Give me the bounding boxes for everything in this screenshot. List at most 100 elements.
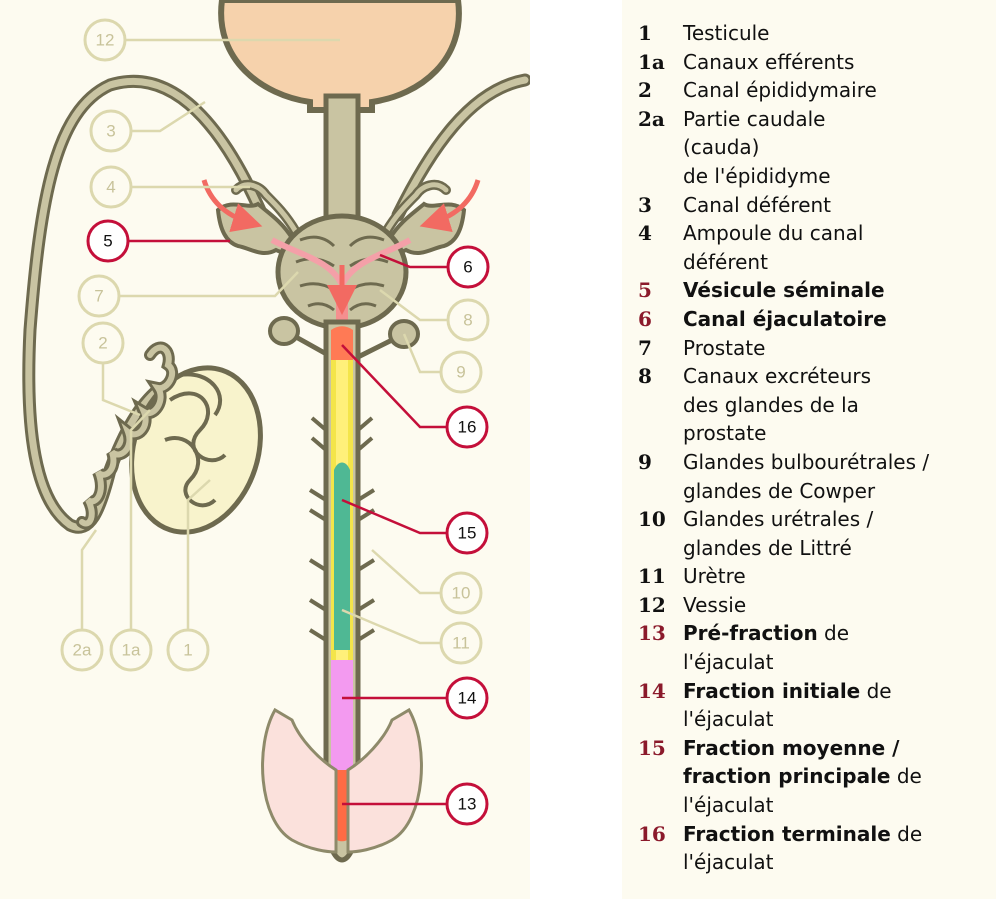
legend-number: 5 [638,276,683,305]
legend-number: 1a [638,48,683,77]
legend-text: Testicule [683,19,769,48]
legend-number: 16 [638,820,683,849]
legend-number: 14 [638,677,683,706]
callout-4-label: 4 [106,178,115,197]
callout-8: 8 [448,300,488,340]
legend-bold-term: Fraction terminale [683,822,891,846]
legend-number: 9 [638,448,683,477]
callout-12: 12 [85,20,125,60]
callout-1a-label: 1a [122,641,141,660]
legend-number: 8 [638,362,683,391]
callout-10: 10 [441,573,481,613]
leader-lines [82,40,448,804]
callout-6: 6 [448,247,488,287]
legend-text: Glandes urétrales / glandes de Littré [683,505,873,562]
legend-number: 7 [638,334,683,363]
legend-text: Canaux efférents [683,48,854,77]
legend-number: 11 [638,562,683,591]
legend-bold-term: Vésicule séminale [683,278,885,302]
legend-text: Fraction moyenne / fraction principale d… [683,734,922,820]
legend-number: 13 [638,619,683,648]
callout-11: 11 [441,623,481,663]
legend-text: Ampoule du canal déférent [683,219,863,276]
legend-text: Urètre [683,562,746,591]
legend-bold-term: Fraction moyenne / fraction principale [683,736,899,789]
legend-bold-term: Pré-fraction [683,621,818,645]
testis [111,351,281,549]
anatomy-diagram: 12 3 4 5 6 7 8 9 2 16 15 10 [0,0,530,899]
legend-text: Fraction initiale de l'éjaculat [683,677,892,734]
legend-bold-term: Canal éjaculatoire [683,307,887,331]
legend-number: 15 [638,734,683,763]
legend-number: 2 [638,76,683,105]
callout-16: 16 [447,407,487,447]
legend-item-14: 14Fraction initiale de l'éjaculat [638,677,929,734]
legend-number: 2a [638,105,683,134]
callout-15: 15 [447,513,487,553]
legend-number: 4 [638,219,683,248]
callout-7: 7 [79,276,119,316]
callout-12-label: 12 [96,31,115,50]
callout-5: 5 [88,221,128,261]
callout-5-label: 5 [103,232,112,251]
legend-text: Pré-fraction de l'éjaculat [683,619,849,676]
callout-13-label: 13 [458,795,477,814]
callout-9: 9 [441,352,481,392]
callout-1: 1 [168,630,208,670]
callout-16-label: 16 [458,418,477,437]
callout-3: 3 [91,111,131,151]
callout-6-label: 6 [463,258,472,277]
callout-2: 2 [83,323,123,363]
callout-8-label: 8 [463,311,472,330]
legend-text: Canal éjaculatoire [683,305,887,334]
callout-2a-label: 2a [73,641,92,660]
anatomy-diagram-panel: 12 3 4 5 6 7 8 9 2 16 15 10 [0,0,530,899]
legend-number: 3 [638,191,683,220]
legend-number: 12 [638,591,683,620]
legend-text: Canal épididymaire [683,76,877,105]
callout-14: 14 [447,678,487,718]
callout-2-label: 2 [98,334,107,353]
bladder-neck [326,96,358,226]
callout-9-label: 9 [456,363,465,382]
callout-1-label: 1 [183,641,192,660]
legend-text: Vessie [683,591,746,620]
callout-7-label: 7 [94,287,103,306]
callout-13: 13 [447,784,487,824]
legend-number: 1 [638,19,683,48]
legend-number: 6 [638,305,683,334]
callout-15-label: 15 [458,524,477,543]
legend-text: Vésicule séminale [683,276,885,305]
legend-text: Fraction terminale de l'éjaculat [683,820,922,877]
legend-bold-term: Fraction initiale [683,679,860,703]
legend-number: 10 [638,505,683,534]
legend-text: Glandes bulbourétrales / glandes de Cowp… [683,448,929,505]
legend-text: Canal déférent [683,191,831,220]
legend-text: Prostate [683,334,765,363]
legend-text: Partie caudale (cauda) de l'épididyme [683,105,831,191]
legend-text: Canaux excréteurs des glandes de la pros… [683,362,871,448]
callout-10-label: 10 [452,584,471,603]
callout-4: 4 [91,167,131,207]
callout-14-label: 14 [458,689,477,708]
callout-3-label: 3 [106,122,115,141]
